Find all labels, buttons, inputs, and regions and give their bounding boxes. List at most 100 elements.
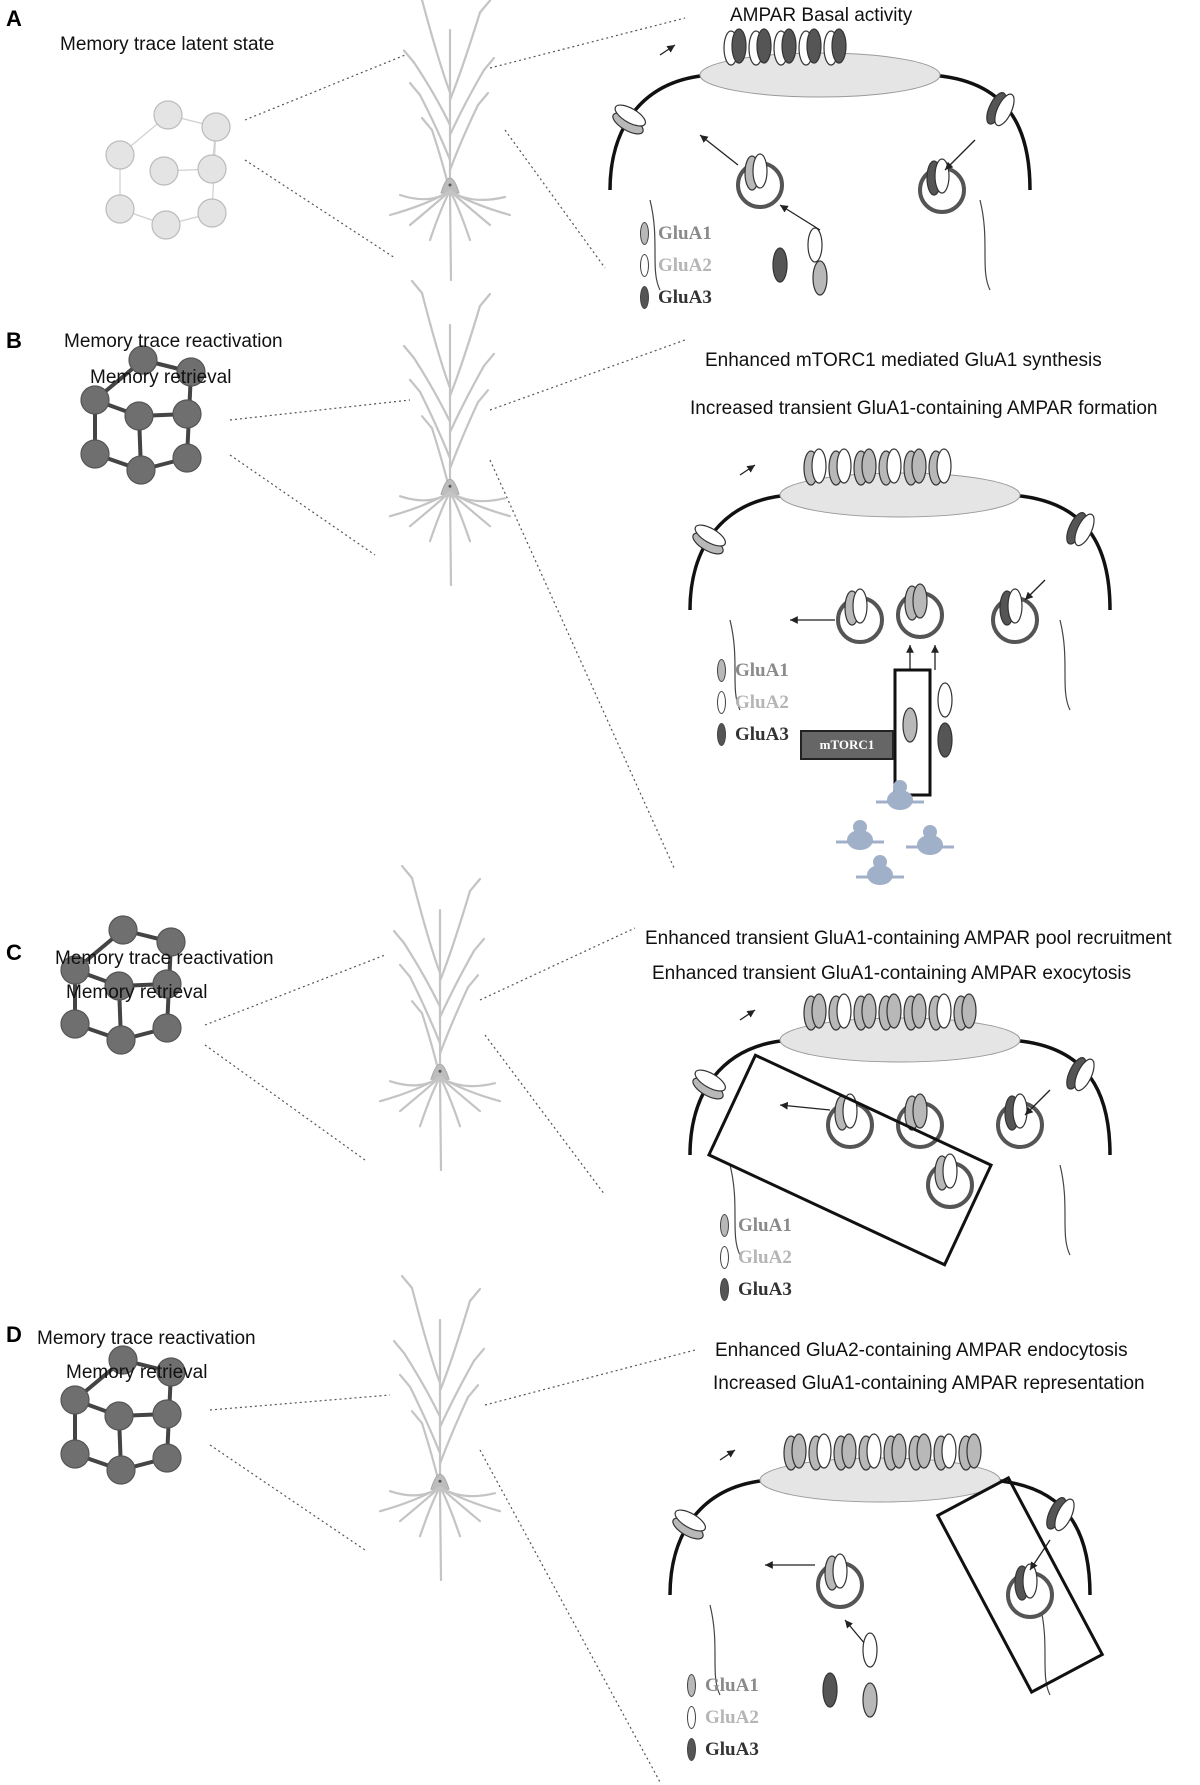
ampar-receptor bbox=[883, 1433, 907, 1471]
dendrite-branch bbox=[438, 1396, 470, 1465]
ribosome-small bbox=[893, 780, 907, 794]
legend-glua3: GluA3 bbox=[717, 719, 789, 751]
basal-dendrite bbox=[428, 491, 452, 543]
network-node bbox=[172, 399, 202, 429]
ampar-receptor bbox=[904, 583, 928, 621]
dendrite-twig bbox=[410, 279, 424, 295]
free-subunit bbox=[902, 707, 918, 743]
ampar-receptor bbox=[903, 993, 927, 1031]
ampar-receptor bbox=[903, 448, 927, 486]
axon bbox=[448, 493, 453, 587]
ampar-receptor bbox=[1066, 1057, 1095, 1092]
basal-dendrite bbox=[408, 491, 452, 528]
highlight-box bbox=[893, 668, 932, 797]
dendrite-branch bbox=[418, 390, 452, 460]
ampar-receptor bbox=[934, 1153, 958, 1191]
ampar-receptor bbox=[823, 28, 847, 66]
synapse-diagram bbox=[688, 993, 1112, 1267]
receptor-subunit bbox=[811, 993, 827, 1029]
dendrite-branch bbox=[402, 941, 442, 1008]
network-state-label: Memory retrieval bbox=[66, 1362, 208, 1383]
ampar-receptor bbox=[928, 448, 952, 486]
network-node bbox=[176, 357, 206, 387]
dendrite-twig bbox=[476, 389, 490, 404]
ampar-receptor bbox=[904, 1093, 928, 1131]
receptor-subunit bbox=[911, 448, 927, 484]
dendrite-twig bbox=[408, 81, 422, 97]
panel-c: C Memory trace reactivation Memory retri… bbox=[0, 864, 1200, 1330]
ampar-receptor bbox=[986, 92, 1015, 127]
dendrite-twig bbox=[420, 415, 434, 430]
receptor-subunit bbox=[1012, 1093, 1028, 1129]
basal-dendrite bbox=[438, 1076, 502, 1103]
receptor-subunit bbox=[841, 1433, 857, 1469]
synapse-diagram bbox=[608, 28, 1032, 296]
ampar-receptor bbox=[1014, 1563, 1038, 1601]
neuron-icon bbox=[378, 864, 502, 1172]
free-subunit bbox=[772, 247, 788, 283]
endosome-vesicle bbox=[918, 158, 966, 214]
receptor-subunit bbox=[1074, 513, 1095, 547]
legend-glua2: GluA2 bbox=[687, 1702, 759, 1734]
dendrite-branch bbox=[410, 876, 442, 975]
network-node bbox=[105, 194, 135, 224]
nucleus bbox=[438, 1069, 442, 1073]
network-node bbox=[172, 443, 202, 473]
free-subunit bbox=[822, 1672, 838, 1708]
ribosome-icon bbox=[836, 820, 884, 850]
dashed-connector-lines bbox=[209, 1349, 696, 1783]
dendrite-twig bbox=[398, 963, 412, 978]
axon bbox=[438, 1488, 443, 1582]
trafficking-arrow bbox=[739, 464, 756, 476]
receptor-subunit bbox=[911, 993, 927, 1029]
endosome-vesicle bbox=[836, 588, 884, 644]
ampar-receptor bbox=[853, 448, 877, 486]
dendrite-branch bbox=[448, 364, 486, 434]
ampar-receptor bbox=[783, 1433, 807, 1471]
free-subunit bbox=[812, 260, 828, 296]
receptor-subunit bbox=[1054, 1498, 1075, 1532]
legend-glua3: GluA3 bbox=[687, 1734, 759, 1766]
ampar-receptor bbox=[928, 993, 952, 1031]
receptor-subunit bbox=[816, 1433, 832, 1469]
ampar-receptor bbox=[953, 993, 977, 1031]
nucleus bbox=[448, 183, 452, 187]
legend-glua3: GluA3 bbox=[720, 1274, 792, 1306]
ampar-receptor bbox=[803, 993, 827, 1031]
ampar-receptor bbox=[828, 993, 852, 1031]
network-node bbox=[152, 1399, 182, 1429]
neuron-icon bbox=[388, 0, 512, 282]
panel-letter: C bbox=[6, 940, 22, 965]
ribosome-icon bbox=[906, 825, 954, 855]
receptor-subunit bbox=[866, 1433, 882, 1469]
dendrite-twig bbox=[408, 378, 422, 393]
free-subunit bbox=[807, 227, 823, 263]
mechanism-heading: Increased transient GluA1-containing AMP… bbox=[690, 398, 1158, 419]
ampar-receptor bbox=[808, 1433, 832, 1471]
dendrite-branch bbox=[412, 61, 452, 127]
receptor-subunit bbox=[674, 1509, 707, 1532]
ampar-receptor bbox=[878, 448, 902, 486]
network-node bbox=[197, 198, 227, 228]
memory-network-active bbox=[60, 915, 186, 1055]
receptor-subunit bbox=[861, 993, 877, 1029]
network-node bbox=[152, 1013, 182, 1043]
free-subunit bbox=[862, 1682, 878, 1718]
trafficking-arrow bbox=[659, 44, 676, 56]
dashed-connector-lines bbox=[204, 927, 636, 1196]
panel-letter: B bbox=[6, 328, 22, 353]
free-subunit bbox=[937, 682, 953, 718]
receptor-subunit bbox=[852, 588, 868, 624]
receptor-subunit bbox=[781, 28, 797, 64]
ampar-receptor bbox=[833, 1433, 857, 1471]
network-node bbox=[60, 1385, 90, 1415]
ampar-receptor bbox=[692, 524, 727, 555]
ampar-receptor bbox=[844, 588, 868, 626]
dendrite-twig bbox=[400, 1274, 414, 1290]
dendrite-branch bbox=[438, 1359, 476, 1429]
receptor-subunit bbox=[936, 448, 952, 484]
legend-glua3: GluA3 bbox=[640, 282, 712, 314]
panel-c-graphics bbox=[60, 864, 1112, 1267]
network-node bbox=[80, 385, 110, 415]
dendrite-branch bbox=[438, 949, 476, 1019]
